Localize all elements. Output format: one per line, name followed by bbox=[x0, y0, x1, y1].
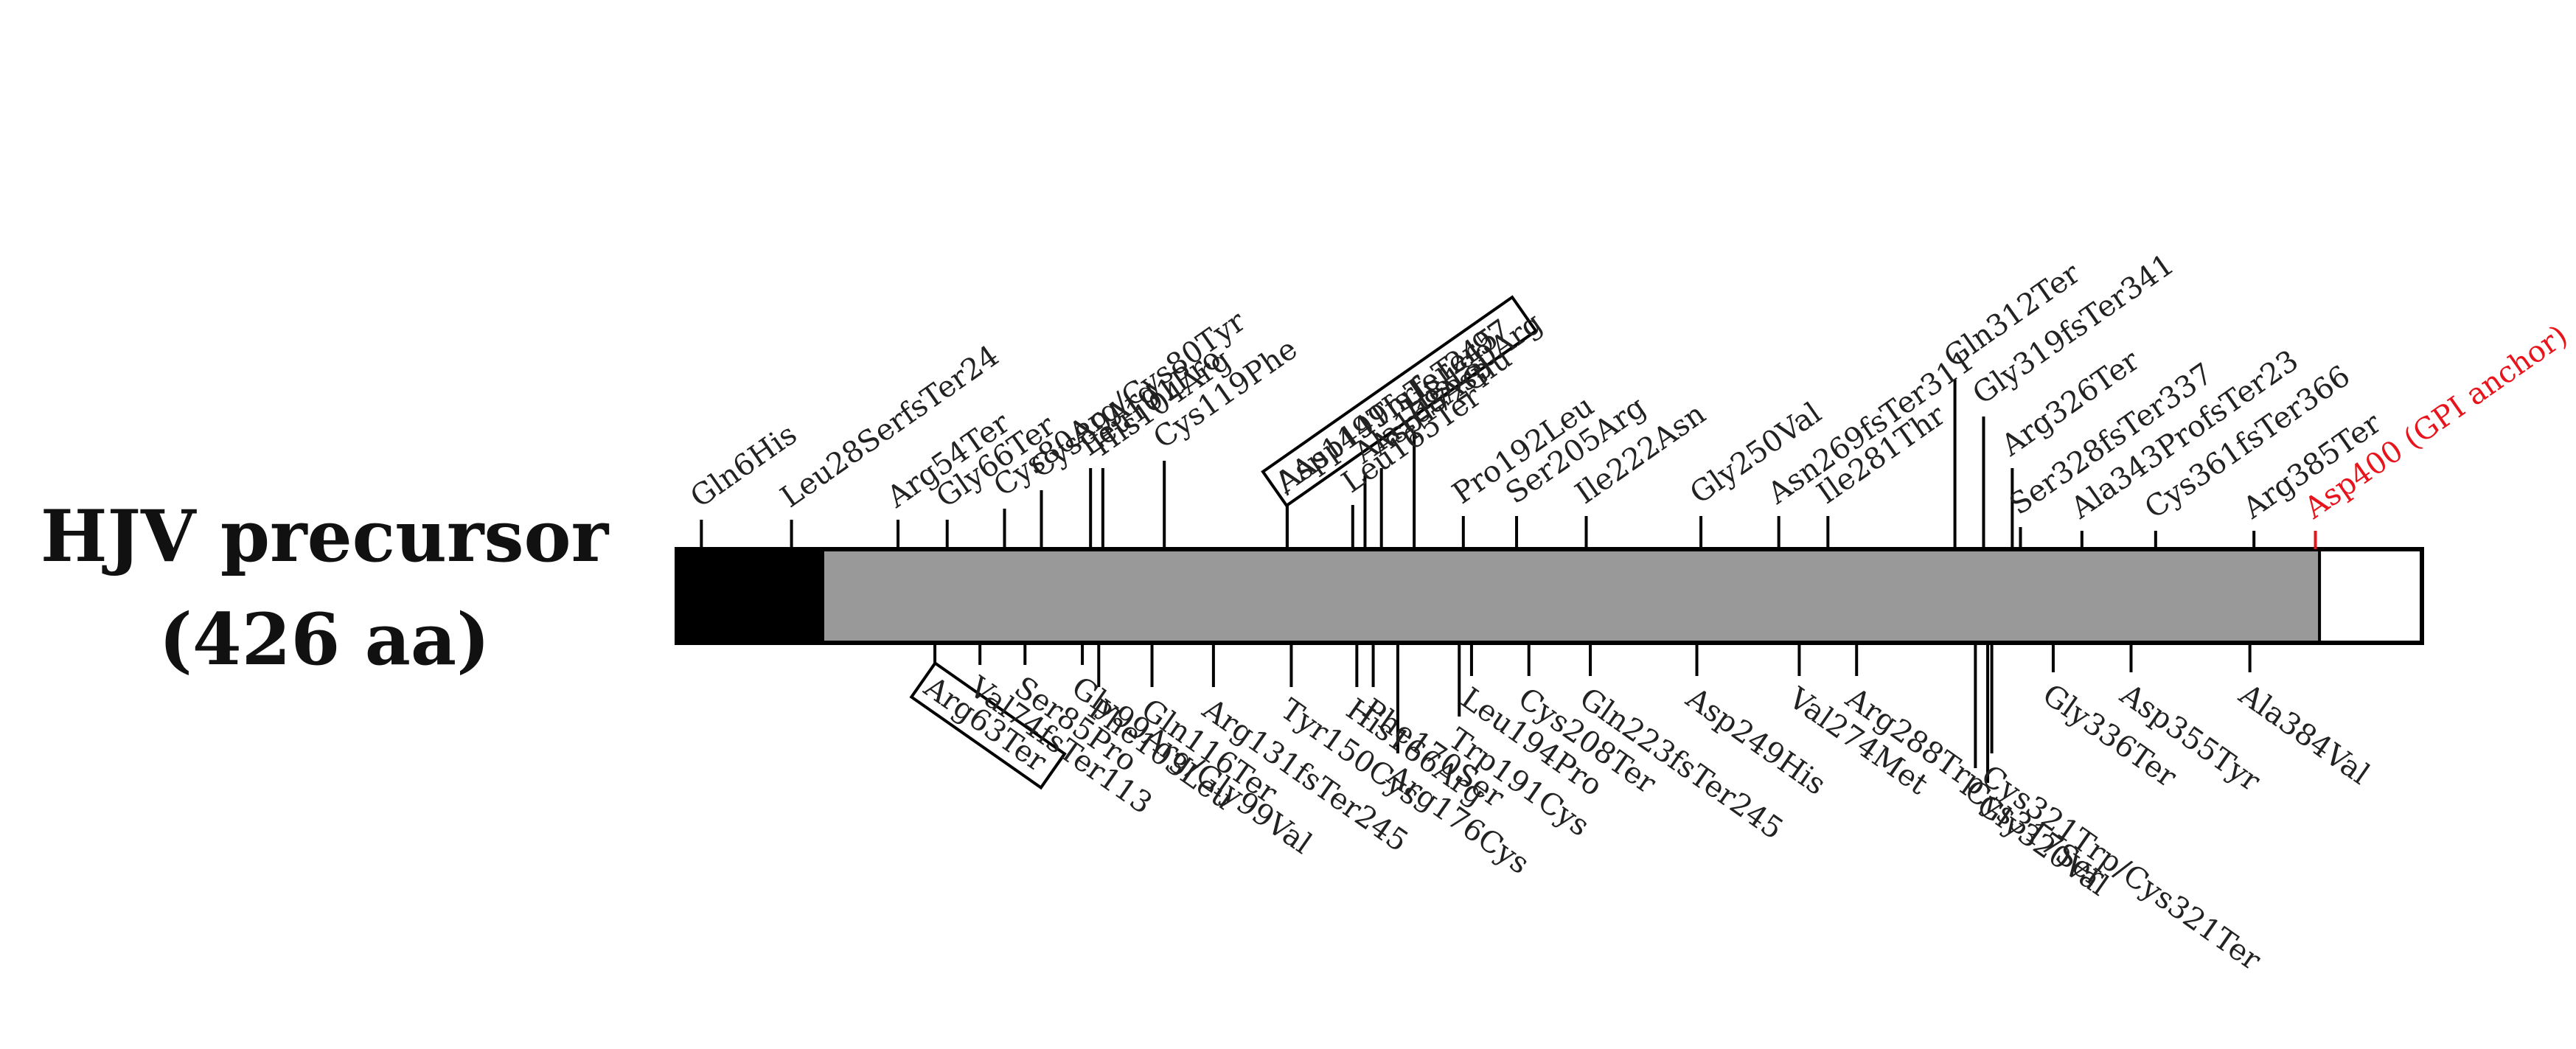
protein-length: (426 aa) bbox=[159, 598, 490, 681]
top-label-text-28: Asp400 (GPI anchor) bbox=[2298, 318, 2574, 526]
segment-signal-peptide bbox=[677, 549, 825, 643]
bottom-label-box-0 bbox=[909, 661, 1067, 790]
segment-core bbox=[824, 549, 2320, 643]
segment-propeptide bbox=[2319, 549, 2422, 643]
bottom-label-text-19: Cys321Trp/Cys321Ter bbox=[1975, 759, 2268, 977]
bottom-label-19: Cys321Trp/Cys321Ter bbox=[1975, 759, 2268, 977]
protein-bar-outline bbox=[675, 547, 2424, 645]
top-label-box-9 bbox=[1261, 295, 1539, 508]
top-label-28: Asp400 (GPI anchor) bbox=[2298, 318, 2574, 526]
protein-title: HJV precursor bbox=[40, 495, 609, 578]
